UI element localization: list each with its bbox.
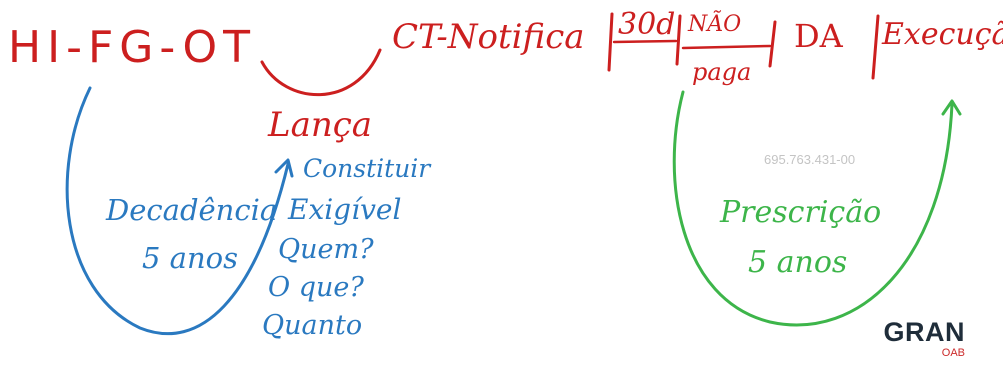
green-arrowhead xyxy=(941,99,962,116)
timeline-ct-notifica: CT-Notifica xyxy=(392,17,585,57)
red-divider-4 xyxy=(871,14,880,80)
prescricao-label: Prescrição xyxy=(720,195,882,230)
red-divider-2 xyxy=(675,14,682,66)
timeline-nao: NÃO xyxy=(688,12,742,37)
blue-arrowhead xyxy=(274,158,294,178)
lanca-item-oque: O que? xyxy=(268,272,364,303)
prescricao-period: 5 anos xyxy=(748,245,848,280)
timeline-days: 30d xyxy=(618,7,676,42)
gran-logo: GRAN OAB xyxy=(873,317,966,359)
watermark-id: 695.763.431-00 xyxy=(764,152,856,167)
timeline-paga: paga xyxy=(692,58,752,86)
timeline-start: HI-FG-OT xyxy=(8,22,256,73)
red-underline-30d xyxy=(612,39,678,44)
timeline-da: DA xyxy=(794,17,843,55)
lanca-item-exigivel: Exigível xyxy=(288,193,402,226)
red-fraction-line xyxy=(681,44,772,50)
blue-decadencia-curve xyxy=(65,86,290,336)
lanca-item-quem: Quem? xyxy=(278,234,374,265)
lanca-item-constituir: Constituir xyxy=(303,154,431,183)
lanca-title: Lança xyxy=(268,105,373,145)
lanca-item-quanto: Quanto xyxy=(262,310,363,341)
red-arc-stroke xyxy=(260,48,382,97)
decadencia-label: Decadência xyxy=(106,193,278,227)
green-prescricao-curve xyxy=(672,90,954,327)
red-divider-1 xyxy=(607,12,614,72)
logo-name: GRAN xyxy=(883,317,965,347)
logo-sub: OAB xyxy=(941,347,965,359)
decadencia-period: 5 anos xyxy=(142,241,238,275)
red-divider-3 xyxy=(768,20,777,68)
timeline-execucao: Execução xyxy=(882,17,1003,52)
